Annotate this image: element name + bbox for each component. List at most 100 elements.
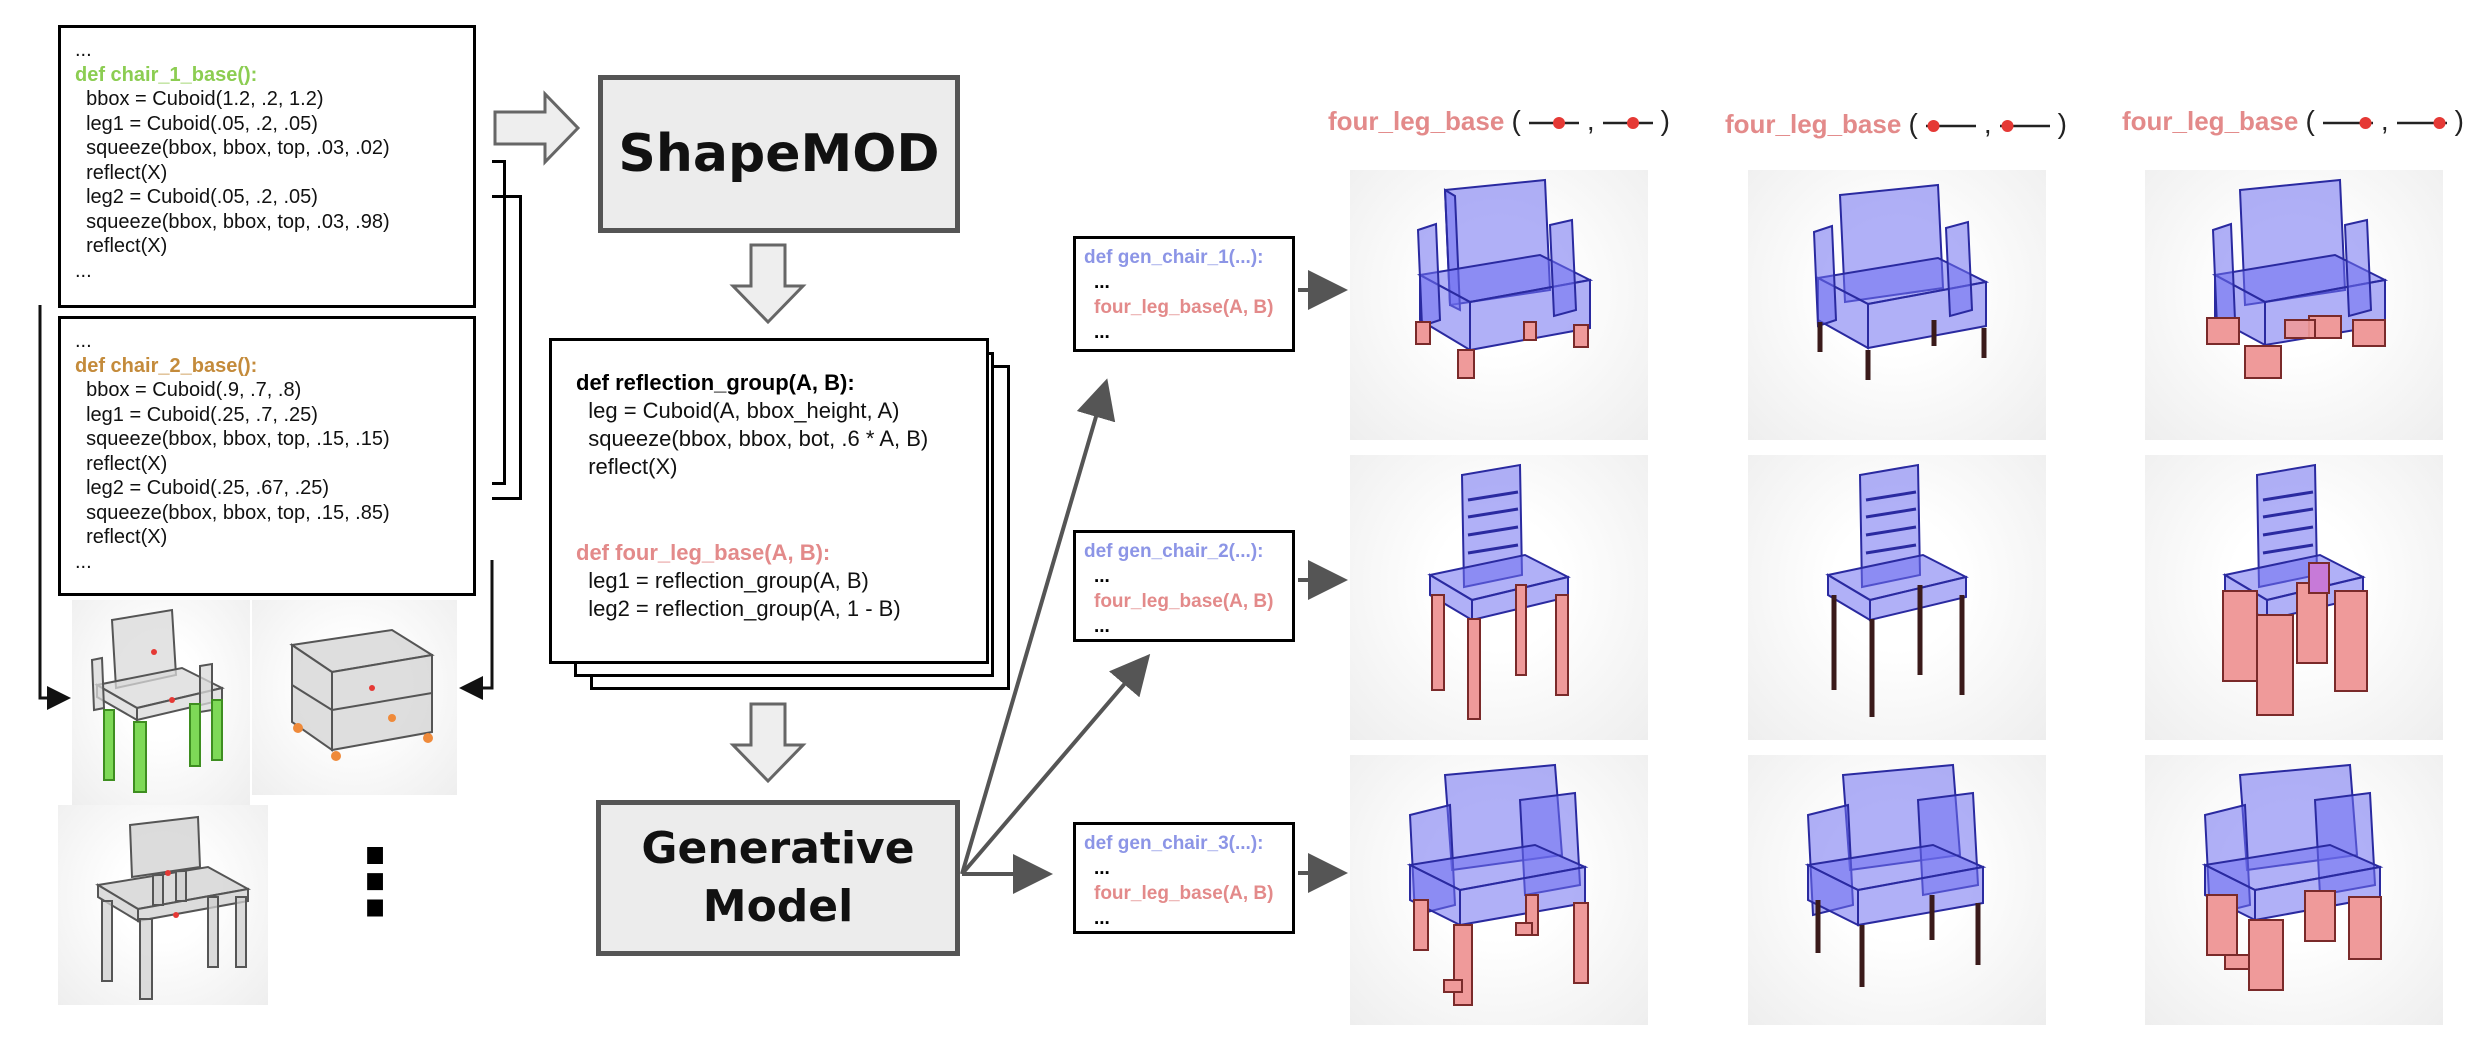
chair-3-input-illustration — [95, 815, 251, 1000]
header-function-name: four_leg_base — [2122, 106, 2299, 136]
connector-line — [38, 305, 71, 710]
code-line: reflect(X) — [576, 454, 678, 479]
header-paren-close: ) — [2057, 108, 2067, 139]
gen-def: def gen_chair_2(...): — [1084, 541, 1264, 562]
code-line: ... — [75, 39, 92, 61]
gen-dots: ... — [1094, 566, 1110, 587]
header-comma: , — [1983, 108, 1992, 139]
chair-2-input-illustration — [289, 628, 435, 761]
code-line: squeeze(bbox, bbox, top, .03, .02) — [75, 137, 390, 159]
box-chair-3 — [2201, 763, 2384, 991]
code-line: leg2 = Cuboid(.25, .67, .25) — [75, 477, 330, 499]
param-slider-icon — [1999, 120, 2050, 133]
generative-label-line-2: Model — [702, 881, 854, 932]
code-line: leg2 = Cuboid(.05, .2, .05) — [75, 186, 318, 208]
header-paren-close: ) — [1660, 105, 1670, 136]
code-line: squeeze(bbox, bbox, bot, .6 * A, B) — [576, 426, 929, 451]
code-line: squeeze(bbox, bbox, top, .03, .98) — [75, 210, 390, 233]
code-line: leg = Cuboid(A, bbox_height, A) — [576, 398, 900, 423]
code-line: reflect(X) — [75, 235, 168, 257]
code-line: leg2 = reflection_group(A, 1 - B) — [576, 596, 901, 621]
armchair-2 — [1812, 183, 1990, 380]
stack-shadow — [492, 160, 506, 485]
slat-chair-1 — [1427, 463, 1571, 720]
code-line: reflect(X) — [75, 161, 168, 184]
abstraction-code-box: def reflection_group(A, B): leg = Cuboid… — [549, 338, 989, 664]
slider-knob — [2001, 120, 2014, 133]
code-line: squeeze(bbox, bbox, top, .15, .85) — [75, 501, 390, 524]
header-function-name: four_leg_base — [1328, 106, 1505, 136]
gen-call: four_leg_base(A, B) — [1094, 883, 1274, 904]
header-function-name: four_leg_base — [1725, 109, 1902, 139]
code-def-line: def chair_2_base(): — [75, 354, 258, 377]
armchair-3 — [2206, 178, 2389, 379]
slat-chair-2 — [1825, 463, 1969, 717]
chair-1-input-illustration — [90, 608, 225, 793]
code-line: bbox = Cuboid(1.2, .2, 1.2) — [75, 88, 324, 110]
gen-call: four_leg_base(A, B) — [1094, 591, 1274, 612]
box-chair-1 — [1406, 763, 1589, 1006]
code-line: bbox = Cuboid(.9, .7, .8) — [75, 379, 302, 401]
gen-dots: ... — [1094, 908, 1110, 929]
param-slider-icon — [1528, 117, 1579, 130]
hollow-arrow-right — [493, 90, 581, 166]
column-header-2: four_leg_base (,) — [1725, 108, 2067, 140]
arrow-to-gen-chair-1 — [960, 378, 1116, 875]
box-chair-2 — [1804, 763, 1987, 987]
column-header-1: four_leg_base (,) — [1328, 105, 1670, 137]
hollow-arrow-down — [729, 243, 807, 325]
param-slider-icon — [1925, 120, 1976, 133]
connector-line — [459, 560, 494, 700]
gen-dots: ... — [1094, 322, 1110, 343]
header-paren-close: ) — [2454, 105, 2464, 136]
more-examples-ellipsis: ⋮ — [330, 830, 420, 935]
gen-program-box-3: def gen_chair_3(...): ... four_leg_base(… — [1073, 822, 1295, 934]
code-box-chair-2: ... def chair_2_base(): bbox = Cuboid(.9… — [58, 316, 476, 596]
abstraction-def-line: def reflection_group(A, B): — [576, 370, 855, 395]
arrow-to-gen-chair-2 — [960, 653, 1151, 876]
code-line: reflect(X) — [75, 526, 168, 548]
header-comma: , — [2380, 105, 2389, 136]
column-header-3: four_leg_base (,) — [2122, 105, 2464, 137]
param-slider-icon — [1602, 117, 1653, 130]
slider-knob — [2433, 117, 2446, 130]
generative-label-line-1: Generative — [641, 823, 915, 874]
param-slider-icon — [2322, 117, 2373, 130]
code-line: squeeze(bbox, bbox, top, .15, .15) — [75, 428, 390, 450]
header-paren-open: ( — [1908, 108, 1918, 139]
stack-shadow — [492, 195, 522, 500]
header-paren-open: ( — [2305, 105, 2315, 136]
gen-def: def gen_chair_3(...): — [1084, 833, 1264, 854]
abstraction-def-line: def four_leg_base(A, B): — [576, 540, 831, 565]
gen-call: four_leg_base(A, B) — [1094, 297, 1274, 318]
slider-knob — [1626, 117, 1639, 130]
gen-def: def gen_chair_1(...): — [1084, 247, 1264, 268]
header-comma: , — [1586, 105, 1595, 136]
gen-dots: ... — [1094, 272, 1110, 293]
hollow-arrow-down — [729, 702, 807, 784]
slat-chair-3 — [2222, 463, 2368, 716]
code-box-chair-1: ... def chair_1_base(): bbox = Cuboid(1.… — [58, 25, 476, 308]
code-line: leg1 = Cuboid(.05, .2, .05) — [75, 112, 318, 135]
gen-dots: ... — [1094, 616, 1110, 637]
code-line: leg1 = Cuboid(.25, .7, .25) — [75, 403, 318, 426]
slider-knob — [1552, 117, 1565, 130]
gen-program-box-1: def gen_chair_1(...): ... four_leg_base(… — [1073, 236, 1295, 352]
code-line: reflect(X) — [75, 452, 168, 475]
armchair-1 — [1415, 178, 1594, 379]
slider-knob — [1927, 120, 1940, 133]
gen-program-box-2: def gen_chair_2(...): ... four_leg_base(… — [1073, 530, 1295, 642]
generative-model-box: Generative Model — [596, 800, 960, 956]
shapemod-box: ShapeMOD — [598, 75, 960, 233]
header-paren-open: ( — [1511, 105, 1521, 136]
code-line: ... — [75, 259, 92, 282]
code-line: ... — [75, 550, 92, 573]
code-def-line: def chair_1_base(): — [75, 63, 258, 86]
param-slider-icon — [2396, 117, 2447, 130]
shapemod-label: ShapeMOD — [618, 124, 940, 184]
gen-dots: ... — [1094, 858, 1110, 879]
slider-knob — [2359, 117, 2372, 130]
code-line: ... — [75, 330, 92, 352]
